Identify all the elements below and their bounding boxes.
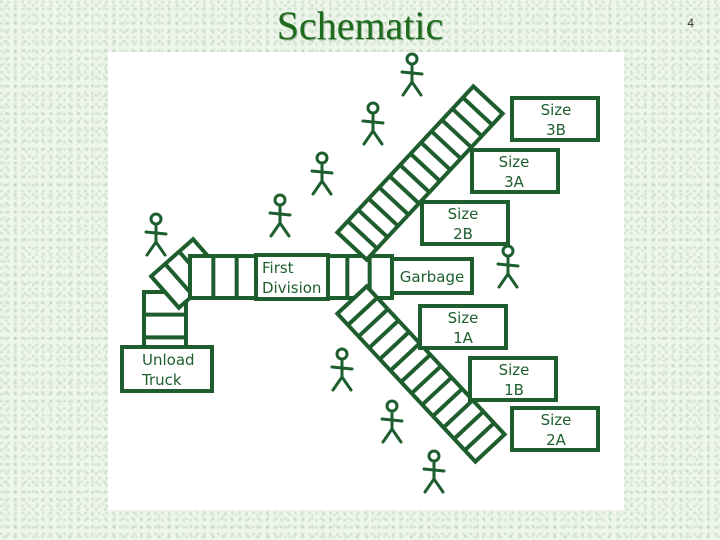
size-3a-box-label-2: 3A — [504, 173, 525, 191]
size-1a-box-label-2: 1A — [453, 329, 474, 347]
worker-stick-figure-icon-5 — [144, 212, 168, 257]
unload-truck-box-label-1: Unload — [142, 351, 195, 369]
worker-stick-figure-icon-8 — [380, 399, 404, 444]
size-2b-box: Size 2B — [420, 200, 510, 246]
size-3b-box-label-1: Size — [541, 101, 572, 119]
garbage-box: Garbage — [390, 257, 474, 295]
size-1b-box: Size 1B — [468, 356, 558, 402]
size-1b-box-label-1: Size — [499, 361, 530, 379]
worker-stick-figure-icon-2 — [361, 101, 385, 146]
size-3b-box-label-2: 3B — [546, 121, 566, 139]
page-number: 4 — [687, 16, 694, 30]
unload-truck-box-label-2: Truck — [141, 371, 182, 389]
worker-stick-figure-icon-3 — [310, 151, 334, 196]
size-1a-box: Size 1A — [418, 304, 508, 350]
worker-stick-figure-icon-1 — [400, 52, 424, 97]
size-2a-box: Size 2A — [510, 406, 600, 452]
size-2a-box-label-1: Size — [541, 411, 572, 429]
slide-title: Schematic — [276, 3, 444, 48]
size-1b-box-label-2: 1B — [504, 381, 524, 399]
size-3b-box: Size 3B — [510, 96, 600, 142]
size-2b-box-label-1: Size — [448, 205, 479, 223]
worker-stick-figure-icon-9 — [422, 449, 446, 494]
size-2a-box-label-2: 2A — [546, 431, 567, 449]
worker-stick-figure-icon-6 — [496, 244, 520, 289]
worker-stick-figure-icon-7 — [330, 347, 354, 392]
conveyor-upper-diagonal — [334, 83, 506, 263]
garbage-box-label-1: Garbage — [400, 268, 464, 286]
size-3a-box-label-1: Size — [499, 153, 530, 171]
size-2b-box-label-2: 2B — [453, 225, 473, 243]
conveyor-lower-diagonal — [334, 283, 508, 465]
size-3a-box: Size 3A — [470, 148, 560, 194]
worker-stick-figure-icon-4 — [268, 193, 292, 238]
first-division-box-label-1: First — [262, 259, 294, 277]
first-division-box-label-2: Division — [262, 279, 321, 297]
size-1a-box-label-1: Size — [448, 309, 479, 327]
conveyor-to-first-division — [188, 254, 262, 300]
